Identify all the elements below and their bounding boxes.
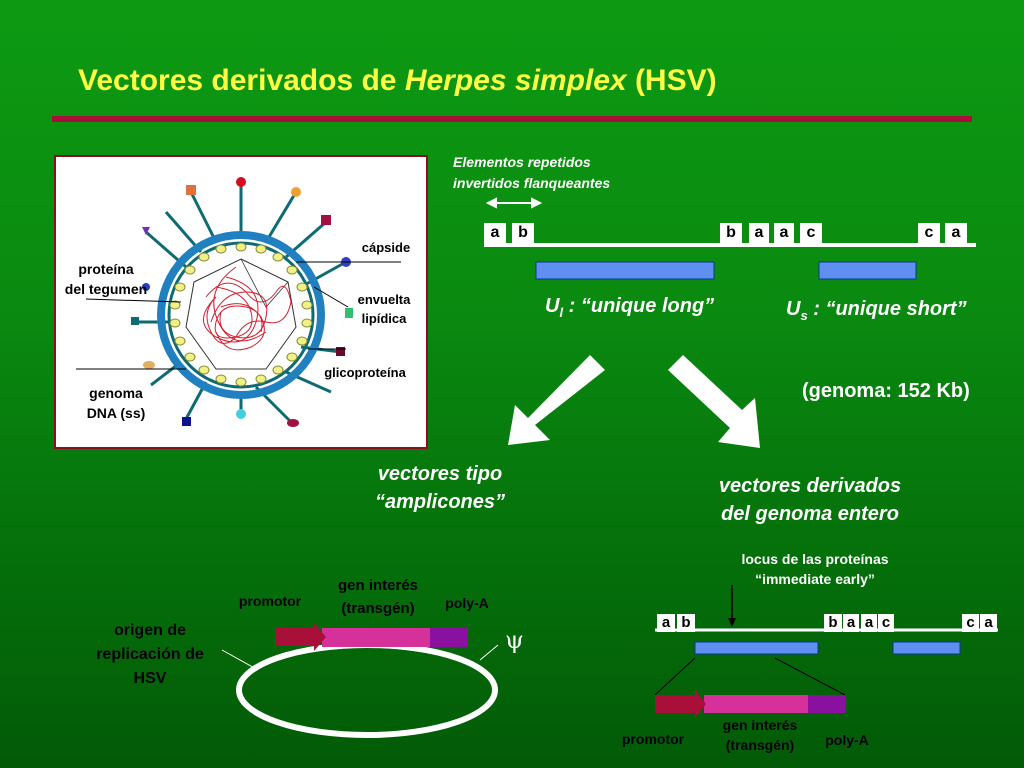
whole-title-line2: del genoma entero (721, 503, 899, 525)
slide-title: Vectores derivados de Herpes simplex (HS… (78, 64, 717, 98)
ul-label: Ul : “unique long” (545, 292, 714, 327)
us-sub: s (800, 308, 808, 323)
whole-gene-box (704, 695, 810, 713)
w-seg-b1: b (677, 614, 695, 632)
w-seg-a4: a (980, 614, 997, 632)
envelope-label-line1: envuelta (357, 292, 411, 307)
us-bar (818, 261, 917, 280)
us-main: U (786, 298, 801, 320)
virion-panel: cápside proteína del tegumen envuelta li… (54, 155, 428, 449)
origin-label-line3: HSV (133, 670, 167, 687)
virion-diagram (76, 177, 401, 427)
origin-label-line1: origen de (113, 622, 186, 639)
title-italic: Herpes simplex (404, 64, 627, 97)
seg-a4: a (945, 223, 967, 243)
amp-polya-label: poly-A (445, 595, 489, 611)
psi-leader (479, 644, 499, 661)
tegument-label-line1: proteína (78, 261, 134, 277)
us-label: Us : “unique short” (786, 295, 967, 330)
amp-promoter-arrow (275, 623, 326, 651)
us-text: : “unique short” (807, 298, 967, 320)
whole-gene-label-line1: gen interés (722, 717, 798, 733)
insert-line-left (654, 657, 696, 696)
seg-c2: c (918, 223, 940, 243)
seg-a1: a (484, 223, 506, 243)
w-seg-c2: c (962, 614, 979, 632)
title-part2: (HSV) (626, 64, 717, 97)
amp-promoter-label: promotor (238, 593, 302, 609)
w-seg-a1: a (657, 614, 675, 632)
whole-promoter-label: promotor (621, 731, 685, 747)
amp-gene-label-line2: (transgén) (341, 600, 415, 617)
genome-label-line2: DNA (ss) (86, 405, 146, 421)
whole-gene-label-line2: (transgén) (725, 737, 795, 753)
seg-b2: b (720, 223, 742, 243)
amp-polya-box (430, 628, 468, 647)
capsid-label: cápside (361, 240, 411, 255)
glycoprotein-label: glicoproteína (324, 365, 406, 380)
envelope-label-line2: lipídica (361, 311, 407, 326)
whole-title-line1: vectores derivados (718, 475, 902, 497)
title-rule (52, 116, 972, 122)
amplicon-plasmid (236, 642, 498, 738)
arrow-left (508, 355, 605, 445)
whole-polya-box (808, 695, 846, 713)
genome-label-line1: genoma (89, 385, 143, 401)
locus-label-line1: locus de las proteínas (741, 551, 889, 567)
origin-label-line2: replicación de (96, 646, 204, 663)
w-seg-a3: a (861, 614, 877, 632)
genome-size: (genoma: 152 Kb) (802, 380, 970, 402)
ul-bar (535, 261, 715, 280)
repeats-label-line2: invertidos flanqueantes (453, 175, 611, 191)
whole-ul-bar (694, 641, 819, 655)
amplicon-title-line2: “amplicones” (374, 491, 506, 513)
whole-polya-label: poly-A (825, 732, 869, 748)
locus-label-line2: “immediate early” (755, 571, 875, 587)
repeats-label-line1: Elementos repetidos (453, 154, 591, 170)
title-part1: Vectores derivados de (78, 64, 405, 97)
amp-gene-box (322, 628, 432, 647)
seg-b1: b (512, 223, 534, 243)
amplicon-title-line1: vectores tipo (377, 463, 503, 485)
repeat-arrow (485, 197, 543, 209)
ul-text: : “unique long” (563, 295, 715, 317)
tegument-label-line2: del tegumen (64, 281, 148, 297)
w-seg-b2: b (824, 614, 842, 632)
seg-a2: a (749, 223, 769, 243)
psi-symbol: ψ (505, 626, 524, 654)
ul-sub: l (559, 305, 564, 320)
arrow-right (668, 355, 760, 448)
w-seg-a2: a (843, 614, 859, 632)
w-seg-c1: c (878, 614, 894, 632)
seg-c1: c (800, 223, 822, 243)
insert-line-right (774, 657, 846, 696)
whole-promoter-arrow (655, 690, 706, 718)
whole-us-bar (892, 641, 961, 655)
ul-main: U (545, 295, 560, 317)
amp-gene-label-line1: gen interés (337, 577, 419, 594)
seg-a3: a (774, 223, 794, 243)
